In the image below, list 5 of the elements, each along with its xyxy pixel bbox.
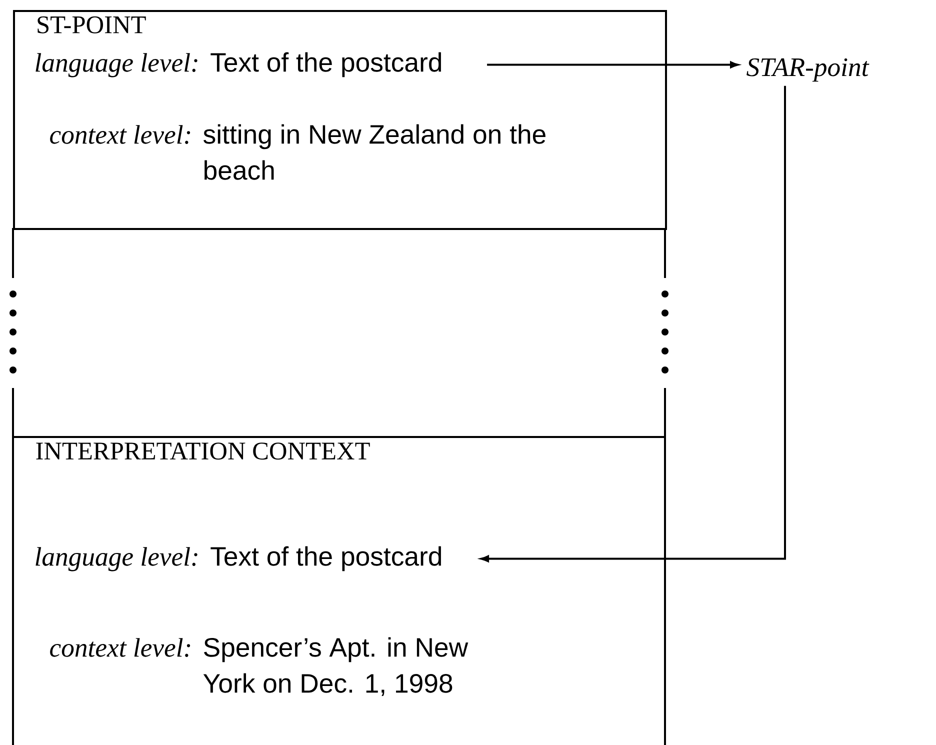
- text-line: language level: Text of the postcard: [36, 546, 442, 572]
- text-line: context level: sitting in New Zealand on the beach: [50, 124, 546, 180]
- label-text: STAR-point: [746, 58, 870, 82]
- text-line: context level: Spencer’s Apt. in New York on Dec. 1, 1998: [50, 637, 468, 696]
- text-line: language level: Text of the postcard: [36, 52, 442, 78]
